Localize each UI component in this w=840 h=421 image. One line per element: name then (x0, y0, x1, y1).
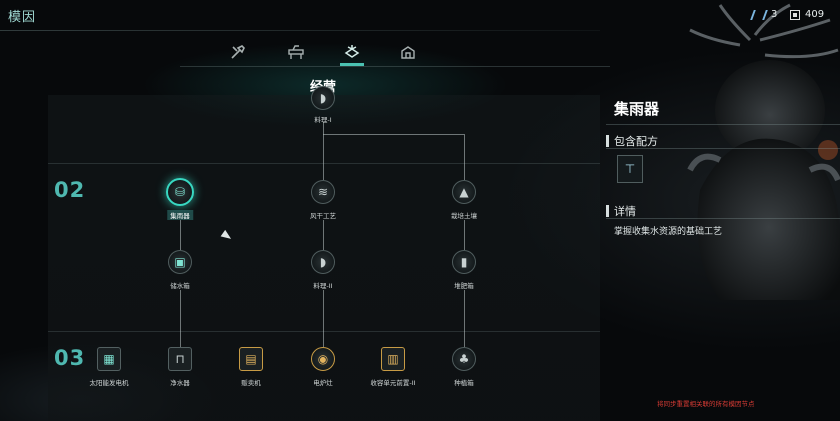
section-marker (606, 135, 609, 147)
node-water-purifier[interactable]: ⊓ (168, 347, 192, 371)
workbench-icon (288, 45, 304, 59)
compost-icon: ▮ (460, 255, 468, 269)
header-divider (0, 30, 600, 31)
screen-title: 模因 (8, 10, 37, 25)
reset-warning: 将同步重置相关联的所有模因节点 (657, 400, 755, 408)
node-cooking-1[interactable]: ◗ (311, 86, 335, 110)
tier-label-02: 02 (54, 178, 86, 202)
category-tabs (222, 40, 422, 66)
detail-divider (606, 124, 840, 125)
node-label-cooking-1: 料理-I (314, 116, 332, 124)
connector (323, 290, 324, 347)
node-wind-dry[interactable]: ≋ (311, 180, 335, 204)
dna-icon (750, 9, 768, 20)
node-label-cooking-2: 料理-II (313, 282, 333, 290)
node-label-storage-unit: 收容单元前置-II (370, 379, 416, 387)
node-water-tank[interactable]: ▣ (168, 250, 192, 274)
tabs-divider (180, 66, 610, 67)
cooking-icon: ◗ (319, 255, 327, 269)
connector (180, 220, 181, 250)
node-label-compost-box: 堆肥箱 (454, 282, 474, 290)
wind-dry-icon: ≋ (317, 185, 329, 199)
solar-panel-icon: ▦ (103, 352, 115, 366)
tab-tools[interactable] (226, 40, 250, 64)
storage-unit-icon: ▥ (387, 352, 399, 366)
tier-label-03: 03 (54, 346, 86, 370)
node-planter[interactable]: ♣ (452, 347, 476, 371)
creature-artwork (687, 3, 840, 300)
memory-count: 409 (805, 9, 825, 20)
node-label-water-tank: 储水箱 (170, 282, 190, 290)
memory-resource: 409 (790, 9, 824, 20)
vending-machine-icon: ▤ (245, 352, 257, 366)
node-solar-generator[interactable]: ▦ (97, 347, 121, 371)
recipes-header: 包含配方 (614, 135, 658, 148)
recipe-item[interactable]: ⊤ (617, 155, 643, 183)
node-label-vending-machine: 贩卖机 (241, 379, 261, 387)
node-label-water-purifier: 净水器 (170, 379, 190, 387)
planter-icon: ♣ (458, 352, 470, 366)
memory-chip-icon (790, 9, 800, 20)
connector (323, 134, 464, 135)
node-storage-unit[interactable]: ▥ (381, 347, 405, 371)
recipes-divider (606, 148, 840, 149)
node-cooking-2[interactable]: ◗ (311, 250, 335, 274)
node-label-wind-dry: 风干工艺 (310, 212, 336, 220)
detail-title: 集雨器 (614, 100, 660, 118)
tier-divider-02 (48, 163, 600, 164)
connector (323, 220, 324, 250)
node-label-stove: 电炉灶 (313, 379, 333, 387)
tab-workbench[interactable] (284, 40, 308, 64)
node-label-solar-generator: 太阳能发电机 (89, 379, 129, 387)
dna-resource: 3 (750, 9, 778, 20)
water-purifier-icon: ⊓ (175, 352, 185, 366)
connector (464, 290, 465, 347)
connector (464, 134, 465, 180)
connector (180, 290, 181, 347)
details-divider (606, 218, 840, 219)
node-compost-box[interactable]: ▮ (452, 250, 476, 274)
node-label-rain-collector: 集雨器 (167, 210, 193, 220)
active-tab-indicator (340, 63, 364, 66)
node-cultivation-soil[interactable]: ▲ (452, 180, 476, 204)
node-stove[interactable]: ◉ (311, 347, 335, 371)
soil-icon: ▲ (459, 185, 469, 199)
cooking-icon: ◗ (319, 91, 327, 105)
tab-management[interactable] (340, 40, 364, 64)
rain-collector-recipe-icon: ⊤ (624, 162, 636, 176)
top-bar: 模因 3 409 (0, 0, 840, 32)
node-rain-collector[interactable]: ⛁ (166, 178, 194, 206)
building-icon (401, 46, 415, 59)
tier-divider-03 (48, 331, 600, 332)
detail-description: 掌握收集水资源的基础工艺 (614, 227, 723, 237)
section-marker (606, 205, 609, 217)
rain-collector-icon: ⛁ (174, 185, 186, 199)
node-vending-machine[interactable]: ▤ (239, 347, 263, 371)
node-label-cultivation-soil: 栽培土壤 (451, 212, 477, 220)
tab-building[interactable] (396, 40, 420, 64)
stove-icon: ◉ (317, 352, 329, 366)
management-icon (344, 45, 360, 58)
dna-count: 3 (771, 9, 778, 20)
connector (323, 122, 324, 180)
connector (464, 220, 465, 250)
water-tank-icon: ▣ (174, 255, 186, 269)
details-header: 详情 (614, 205, 636, 218)
node-label-planter: 种植箱 (454, 379, 474, 387)
tools-icon (231, 45, 245, 59)
